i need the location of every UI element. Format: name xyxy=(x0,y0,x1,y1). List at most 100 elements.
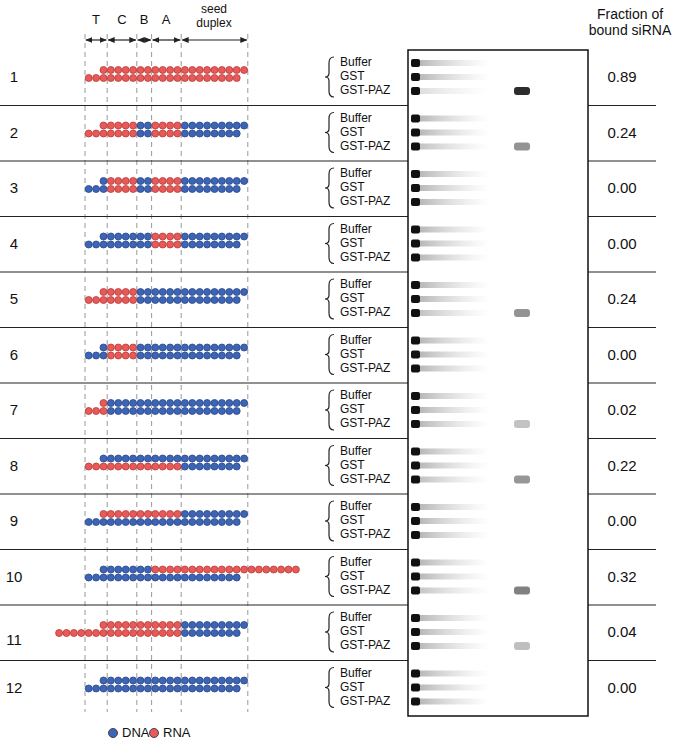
nucleotide-dot xyxy=(285,566,292,573)
nucleotide-dot xyxy=(196,241,203,248)
nucleotide-dot xyxy=(189,352,196,359)
nucleotide-dot xyxy=(233,400,240,407)
nucleotide-dot xyxy=(181,130,188,137)
nucleotide-dot xyxy=(226,511,233,518)
nucleotide-dot xyxy=(167,241,174,248)
nucleotide-dot xyxy=(204,685,211,692)
row-number: 10 xyxy=(6,568,23,585)
nucleotide-dot xyxy=(233,352,240,359)
nucleotide-dot xyxy=(152,622,159,629)
nucleotide-dot xyxy=(122,289,129,296)
nucleotide-dot xyxy=(181,352,188,359)
nucleotide-dot xyxy=(107,519,114,526)
gel-band xyxy=(514,587,530,595)
nucleotide-dot xyxy=(218,122,225,129)
nucleotide-dot xyxy=(130,352,137,359)
nucleotide-dot xyxy=(78,630,85,637)
nucleotide-dot xyxy=(130,178,137,185)
nucleotide-dot xyxy=(159,566,166,573)
nucleotide-dot xyxy=(115,622,122,629)
nucleotide-dot xyxy=(196,130,203,137)
nucleotide-dot xyxy=(189,130,196,137)
nucleotide-dot xyxy=(159,352,166,359)
nucleotide-dot xyxy=(181,75,188,82)
gel-smear xyxy=(420,671,490,677)
nucleotide-dot xyxy=(159,408,166,415)
nucleotide-dot xyxy=(115,352,122,359)
nucleotide-dot xyxy=(167,130,174,137)
nucleotide-dot xyxy=(115,75,122,82)
lane-label: Buffer xyxy=(340,667,372,681)
lane-label: Buffer xyxy=(340,112,372,126)
nucleotide-dot xyxy=(144,622,151,629)
nucleotide-dot xyxy=(107,566,114,573)
nucleotide-dot xyxy=(122,455,129,462)
gel-well xyxy=(411,240,420,248)
region-letter: T xyxy=(92,13,100,28)
nucleotide-dot xyxy=(218,344,225,351)
nucleotide-dot xyxy=(196,186,203,193)
nucleotide-dot xyxy=(152,186,159,193)
nucleotide-dot xyxy=(196,511,203,518)
nucleotide-dot xyxy=(167,400,174,407)
nucleotide-dot xyxy=(100,289,107,296)
nucleotide-dot xyxy=(107,677,114,684)
nucleotide-dot xyxy=(226,463,233,470)
nucleotide-dot xyxy=(144,400,151,407)
nucleotide-dot xyxy=(211,574,218,581)
nucleotide-dot xyxy=(144,289,151,296)
gel-smear xyxy=(420,504,490,510)
nucleotide-dot xyxy=(152,574,159,581)
gel-smear xyxy=(420,407,490,413)
nucleotide-dot xyxy=(174,630,181,637)
nucleotide-dot xyxy=(122,511,129,518)
nucleotide-dot xyxy=(167,519,174,526)
gel-well xyxy=(411,420,420,428)
nucleotide-dot xyxy=(115,344,122,351)
gel-smear xyxy=(420,144,490,150)
nucleotide-dot xyxy=(174,75,181,82)
nucleotide-dot xyxy=(181,289,188,296)
gel-smear xyxy=(420,310,490,316)
lane-brace xyxy=(325,446,334,486)
nucleotide-dot xyxy=(130,566,137,573)
nucleotide-dot xyxy=(211,186,218,193)
nucleotide-dot xyxy=(189,566,196,573)
nucleotide-dot xyxy=(181,400,188,407)
nucleotide-dot xyxy=(204,289,211,296)
nucleotide-dot xyxy=(107,463,114,470)
nucleotide-dot xyxy=(174,130,181,137)
nucleotide-dot xyxy=(241,566,248,573)
nucleotide-dot xyxy=(226,186,233,193)
nucleotide-dot xyxy=(204,519,211,526)
nucleotide-dot xyxy=(189,241,196,248)
nucleotide-dot xyxy=(107,130,114,137)
nucleotide-dot xyxy=(196,574,203,581)
nucleotide-dot xyxy=(130,630,137,637)
nucleotide-dot xyxy=(144,178,151,185)
lane-label: GST xyxy=(340,126,365,140)
gel-smear xyxy=(420,518,490,524)
nucleotide-dot xyxy=(152,352,159,359)
nucleotide-dot xyxy=(167,75,174,82)
nucleotide-dot xyxy=(211,677,218,684)
gel-smear xyxy=(420,560,490,566)
row-number: 5 xyxy=(10,290,18,307)
nucleotide-dot xyxy=(137,352,144,359)
bound-fraction: 0.00 xyxy=(607,346,636,363)
nucleotide-dot xyxy=(85,685,92,692)
nucleotide-dot xyxy=(233,455,240,462)
nucleotide-dot xyxy=(174,233,181,240)
nucleotide-dot xyxy=(233,519,240,526)
lane-label: Buffer xyxy=(340,611,372,625)
nucleotide-dot xyxy=(107,511,114,518)
nucleotide-dot xyxy=(196,289,203,296)
nucleotide-dot xyxy=(122,566,129,573)
nucleotide-dot xyxy=(196,677,203,684)
nucleotide-dot xyxy=(152,630,159,637)
dashed-guide xyxy=(181,34,182,712)
nucleotide-dot xyxy=(130,400,137,407)
gel-smear xyxy=(420,393,490,399)
nucleotide-dot xyxy=(226,233,233,240)
nucleotide-dot xyxy=(152,519,159,526)
